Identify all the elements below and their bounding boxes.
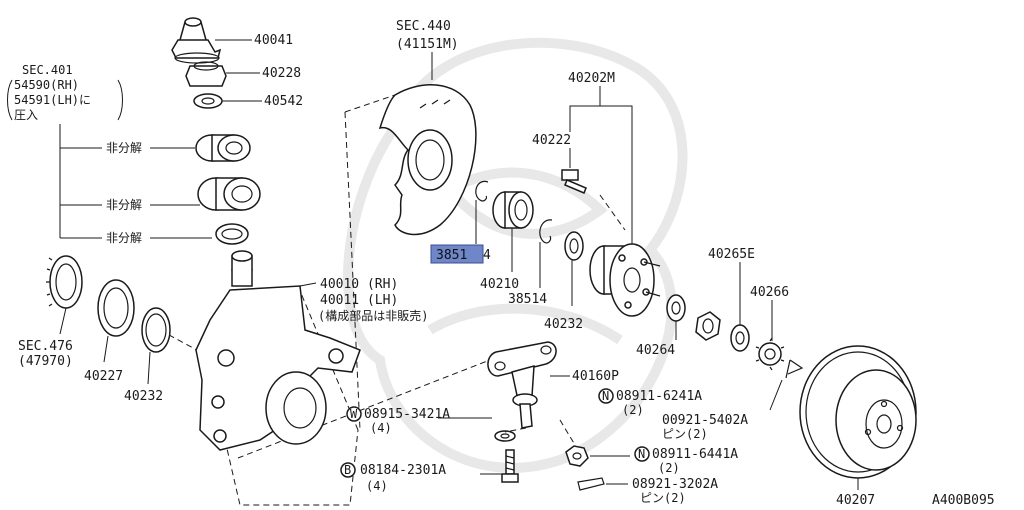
label-40210: 40210 <box>480 277 519 292</box>
seal-40227[interactable] <box>97 279 135 337</box>
hub-bolt-40222[interactable] <box>561 169 587 194</box>
label-40041: 40041 <box>254 33 293 48</box>
nut-08911-6441A[interactable] <box>565 445 589 467</box>
label-40232-left: 40232 <box>124 389 163 404</box>
snap-ring-38514-front[interactable] <box>475 180 489 202</box>
non-disassembly-label-3: 非分解 <box>106 231 142 245</box>
bearing-outer-large[interactable] <box>197 177 261 211</box>
label-40011: 40011 (LH) <box>320 293 398 308</box>
svg-text:(4): (4) <box>370 421 392 435</box>
backing-plate-sec440[interactable] <box>378 84 477 236</box>
snap-ring-38514-rear[interactable] <box>539 219 553 244</box>
dust-cap-40041[interactable] <box>171 17 222 64</box>
callout-w-08915-3421A[interactable]: W 08915-3421A (4) <box>346 406 450 435</box>
label-40222: 40222 <box>532 133 571 148</box>
label-40207: 40207 <box>836 493 875 508</box>
svg-text:(2): (2) <box>658 461 680 475</box>
nut-40228[interactable] <box>185 61 227 87</box>
seal-ring[interactable] <box>215 223 249 245</box>
label-40232-right: 40232 <box>544 317 583 332</box>
svg-text:08911-6441A: 08911-6441A <box>652 447 738 462</box>
svg-text:ピン(2): ピン(2) <box>640 491 686 505</box>
lock-nut-40266[interactable] <box>755 337 785 371</box>
non-disassembly-label-1: 非分解 <box>106 141 142 155</box>
svg-text:(2): (2) <box>622 403 644 417</box>
svg-text:W: W <box>350 407 358 421</box>
washer-40265E[interactable] <box>730 324 750 352</box>
svg-text:ピン(2): ピン(2) <box>662 427 708 441</box>
svg-text:3851: 3851 <box>436 248 467 263</box>
svg-text:54590(RH): 54590(RH) <box>14 78 79 92</box>
seal-40232-right[interactable] <box>564 231 584 261</box>
label-38514: 38514 <box>508 292 547 307</box>
wheel-bearing-40210[interactable] <box>492 191 534 229</box>
label-40265E: 40265E <box>708 247 755 262</box>
brake-rotor-40207[interactable] <box>799 345 917 479</box>
svg-text:B: B <box>344 463 351 477</box>
svg-text:N: N <box>602 389 609 403</box>
callout-pin-08921-3202A[interactable]: 08921-3202A ピン(2) <box>632 477 718 505</box>
svg-text:4: 4 <box>483 248 491 263</box>
svg-text:N: N <box>638 447 645 461</box>
highlight-38514[interactable]: 3851 4 <box>430 244 491 264</box>
cotter-pin-08921[interactable] <box>577 477 605 491</box>
washer-40264[interactable] <box>666 294 686 322</box>
non-disassembly-label-2: 非分解 <box>106 198 142 212</box>
svg-text:00921-5402A: 00921-5402A <box>662 413 748 428</box>
ball-joint-40160P[interactable] <box>487 341 557 429</box>
svg-text:08911-6241A: 08911-6241A <box>616 389 702 404</box>
sec440-title: SEC.440 <box>396 19 451 34</box>
callout-pin-00921-5402A[interactable]: 00921-5402A ピン(2) <box>662 413 748 441</box>
label-40011-note: (構成部品は非販売) <box>318 308 428 323</box>
sec401-callout: SEC.401 54590(RH) 54591(LH)に 圧入 <box>7 63 123 122</box>
sec440-sub: (41151M) <box>396 37 459 52</box>
svg-text:圧入: 圧入 <box>14 108 38 122</box>
label-40010: 40010 (RH) <box>320 277 398 292</box>
callout-n-08911-6441A[interactable]: N 08911-6441A (2) <box>634 446 738 475</box>
bolt-08184-2301A[interactable] <box>501 449 519 483</box>
label-40266: 40266 <box>750 285 789 300</box>
label-40202M: 40202M <box>568 71 615 86</box>
label-40160P: 40160P <box>572 369 619 384</box>
svg-text:(4): (4) <box>366 479 388 493</box>
watermark-emblem <box>343 37 688 473</box>
label-40542: 40542 <box>264 94 303 109</box>
label-40228: 40228 <box>262 66 301 81</box>
washer-08915[interactable] <box>494 430 516 442</box>
cotter-pin-00921[interactable] <box>785 359 804 379</box>
svg-text:08184-2301A: 08184-2301A <box>360 463 446 478</box>
svg-text:08915-3421A: 08915-3421A <box>364 407 450 422</box>
diagram-code: A400B095 <box>932 493 995 508</box>
steering-knuckle-40010[interactable] <box>195 250 361 451</box>
svg-text:54591(LH)に: 54591(LH)に <box>14 93 91 107</box>
svg-text:08921-3202A: 08921-3202A <box>632 477 718 492</box>
washer-40542[interactable] <box>193 93 223 109</box>
callout-n-08911-6241A[interactable]: N 08911-6241A (2) <box>598 388 702 417</box>
svg-text:SEC.401: SEC.401 <box>22 63 73 77</box>
nut-40265E-hex[interactable] <box>695 311 721 341</box>
seal-40232-left[interactable] <box>141 307 171 353</box>
sensor-rotor-sec476[interactable] <box>46 255 83 309</box>
wheel-hub-40202M[interactable] <box>589 243 661 317</box>
sec476-sub: (47970) <box>18 354 73 369</box>
bearing-inner-small[interactable] <box>195 134 251 162</box>
label-40227: 40227 <box>84 369 123 384</box>
sec476-title: SEC.476 <box>18 339 73 354</box>
label-40264: 40264 <box>636 343 675 358</box>
callout-b-08184-2301A[interactable]: B 08184-2301A (4) <box>340 462 446 493</box>
